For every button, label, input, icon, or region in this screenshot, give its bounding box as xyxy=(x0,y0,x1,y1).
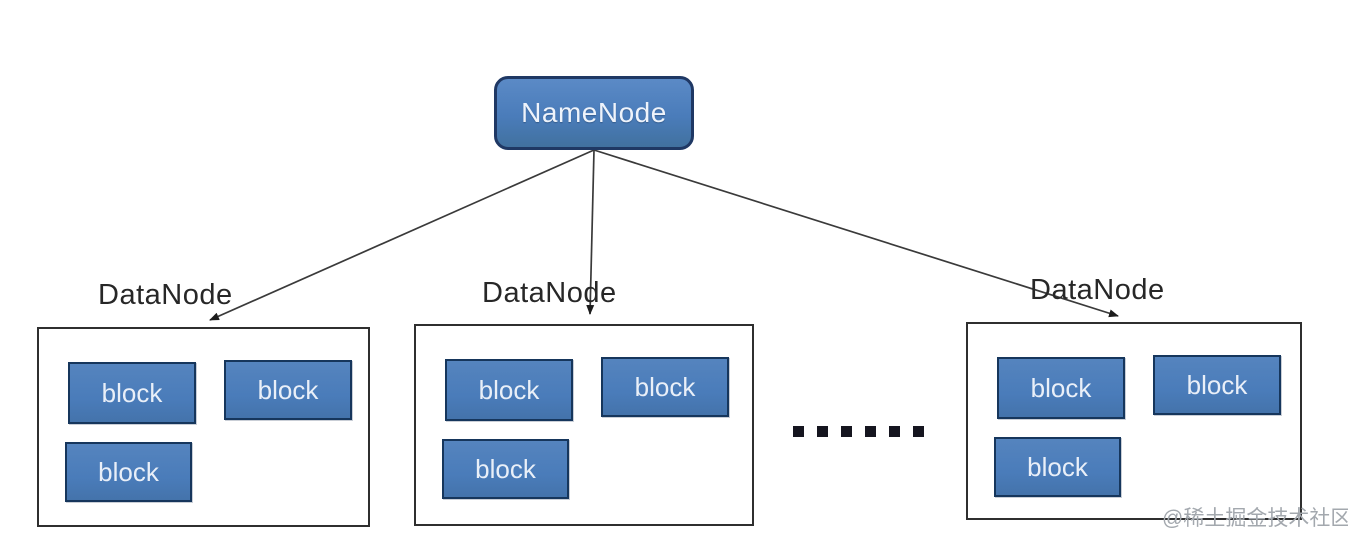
datanode-2-label: DataNode xyxy=(482,277,617,309)
datanode-2-box: block block block xyxy=(414,324,754,526)
watermark: @稀土掘金技术社区 xyxy=(1162,507,1348,530)
namenode-box: NameNode xyxy=(494,76,694,150)
namenode-label: NameNode xyxy=(521,97,667,128)
ellipsis-dot xyxy=(865,426,876,437)
ellipsis-dot xyxy=(841,426,852,437)
datanode-2-block-1: block xyxy=(445,359,573,421)
datanode-1-box: block block block xyxy=(37,327,370,527)
datanode-1-block-3: block xyxy=(65,442,192,502)
datanode-2-block-2: block xyxy=(601,357,729,417)
datanode-3-label: DataNode xyxy=(1030,274,1165,306)
datanode-3-box: block block block xyxy=(966,322,1302,520)
ellipsis xyxy=(793,426,924,437)
ellipsis-dot xyxy=(889,426,900,437)
datanode-2-block-3: block xyxy=(442,439,569,499)
datanode-1-block-2: block xyxy=(224,360,352,420)
datanode-3-block-1: block xyxy=(997,357,1125,419)
datanode-3-block-2: block xyxy=(1153,355,1281,415)
datanode-1-label: DataNode xyxy=(98,279,233,311)
datanode-3-block-3: block xyxy=(994,437,1121,497)
datanode-1-block-1: block xyxy=(68,362,196,424)
ellipsis-dot xyxy=(817,426,828,437)
ellipsis-dot xyxy=(793,426,804,437)
ellipsis-dot xyxy=(913,426,924,437)
